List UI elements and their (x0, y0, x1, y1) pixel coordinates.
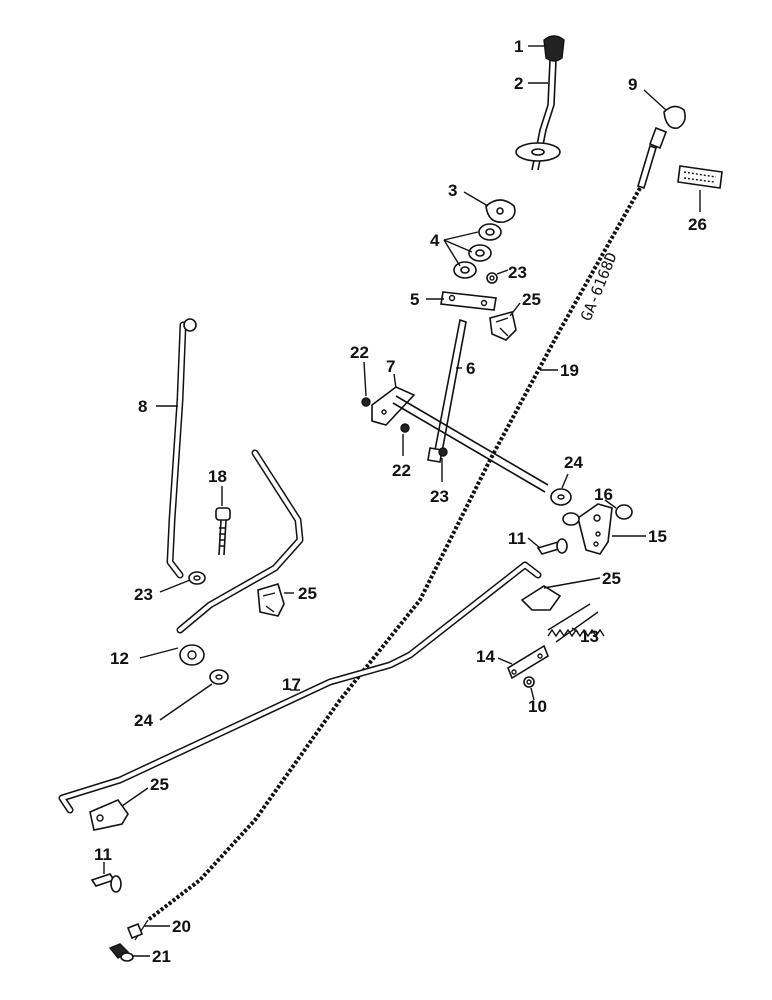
callout-2: 2 (514, 74, 523, 93)
washer-parts-4 (453, 223, 502, 279)
clip-part-25-right (520, 585, 562, 611)
callout-23-lower: 23 (134, 585, 153, 604)
callout-4: 4 (430, 231, 440, 250)
control-cable-part-19 (134, 187, 642, 941)
pin-part-11-right (536, 538, 568, 555)
callout-1: 1 (514, 37, 523, 56)
callout-8: 8 (138, 397, 147, 416)
callout-10: 10 (528, 697, 547, 716)
bolt-part-18 (215, 507, 231, 556)
callout-23-mid: 23 (430, 487, 449, 506)
nut-part-23-upper (486, 272, 498, 284)
nut-part-22 (361, 397, 410, 433)
callout-25-bottom: 25 (150, 775, 169, 794)
callout-21: 21 (152, 947, 171, 966)
rod-part-17 (58, 561, 542, 814)
callout-5: 5 (410, 290, 419, 309)
clip-part-25-bottom (89, 799, 129, 831)
callout-25-upper: 25 (522, 290, 541, 309)
callout-12: 12 (110, 649, 129, 668)
washer-part-16 (562, 504, 633, 526)
bent-lever-part-12 (176, 449, 304, 666)
clip-part-25-left (257, 583, 285, 617)
callout-26: 26 (688, 215, 707, 234)
callout-14: 14 (476, 647, 495, 666)
callout-25-right: 25 (602, 569, 621, 588)
cable-end-part-20 (126, 922, 144, 940)
callouts: 1 2 9 26 3 4 23 5 25 6 19 22 7 8 22 23 (94, 37, 707, 966)
callout-6: 6 (466, 359, 475, 378)
callout-3: 3 (448, 181, 457, 200)
nut-part-23-mid (438, 447, 448, 457)
callout-24-lower: 24 (134, 711, 153, 730)
callout-18: 18 (208, 467, 227, 486)
callout-15: 15 (648, 527, 667, 546)
nut-part-10 (523, 676, 535, 688)
callout-11-right: 11 (508, 529, 526, 548)
pin-part-11-bottom (90, 873, 122, 893)
callout-22-upper: 22 (350, 343, 369, 362)
knob-part (543, 35, 565, 62)
drawing-code: GA-6168D (577, 250, 621, 324)
lever-part-6 (427, 318, 467, 463)
callout-22-lower: 22 (392, 461, 411, 480)
callout-11-bottom: 11 (94, 845, 112, 864)
bracket-part-15 (577, 503, 613, 555)
callout-13: 13 (580, 627, 599, 646)
callout-9: 9 (628, 75, 637, 94)
cable-knob-part-9 (637, 105, 686, 190)
callout-24-right: 24 (564, 453, 583, 472)
callout-17: 17 (282, 675, 301, 694)
plate-part-5 (440, 291, 497, 311)
washer-part-23-lower (188, 571, 206, 585)
callout-23-upper: 23 (508, 263, 527, 282)
callout-25-left: 25 (298, 584, 317, 603)
decal-part-26 (677, 165, 723, 189)
callout-7: 7 (386, 357, 395, 376)
callout-16: 16 (594, 485, 613, 504)
nut-part-21 (108, 943, 134, 962)
callout-19: 19 (560, 361, 579, 380)
plate-part-3 (485, 199, 516, 223)
rod-part-8 (166, 318, 197, 579)
plate-part-14 (507, 644, 549, 680)
washer-part-24-right (550, 488, 572, 506)
clip-part-25-upper (489, 311, 517, 341)
shift-lever-part (515, 59, 561, 171)
shaft-part (392, 395, 549, 493)
bracket-part-7 (371, 386, 416, 426)
washer-part-24-lower (209, 669, 229, 685)
callout-20: 20 (172, 917, 191, 936)
